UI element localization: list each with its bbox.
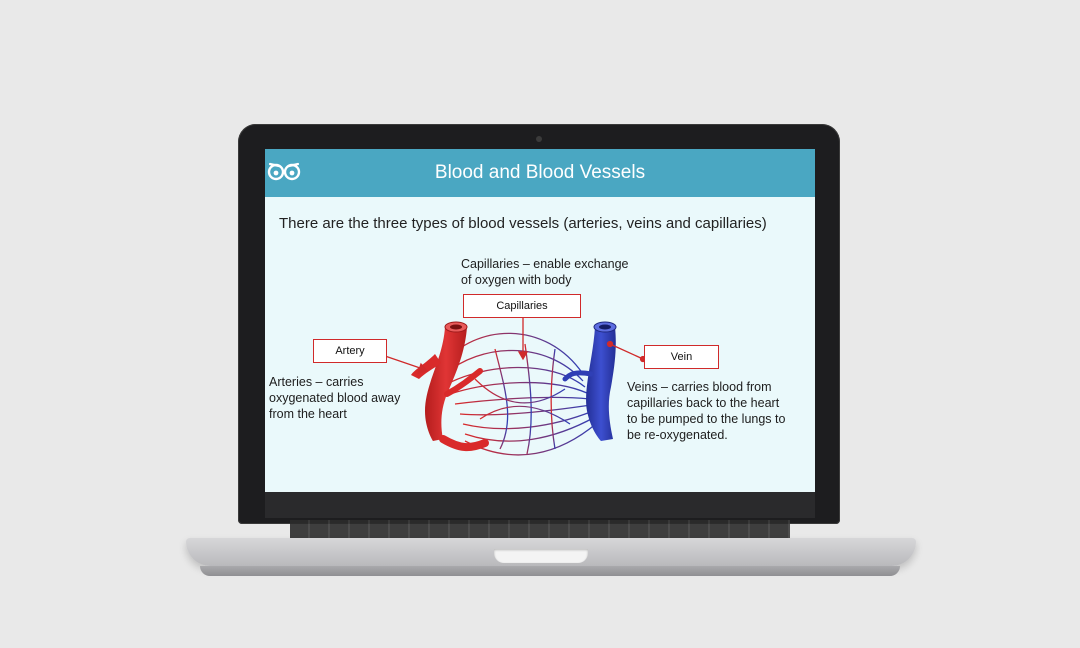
vein-vessel [562, 321, 617, 441]
blood-vessel-diagram [384, 317, 647, 456]
webcam [536, 136, 542, 142]
arteries-note-line: from the heart [269, 407, 347, 421]
capillaries-label: Capillaries [463, 294, 581, 318]
slide-title: Blood and Blood Vessels [434, 162, 646, 183]
capillaries-note-line: of oxygen with body [461, 273, 572, 287]
owl-eyes-icon [267, 162, 301, 181]
artery-label: Artery [313, 339, 387, 363]
capillary-network [442, 332, 598, 456]
laptop-base-edge [200, 566, 900, 576]
slide-header [265, 149, 815, 197]
capillaries-note: Capillaries – enable exchange of oxygen … [461, 256, 661, 288]
screen-bezel [265, 492, 815, 518]
label-pointers [384, 317, 647, 374]
keyboard [290, 520, 790, 540]
veins-note-line: capillaries back to the heart [627, 396, 780, 410]
slide: Blood and Blood Vessels There are the th… [265, 149, 815, 492]
arteries-note-line: Arteries – carries [269, 375, 364, 389]
arteries-note: Arteries – carries oxygenated blood away… [269, 374, 419, 422]
veins-note-line: to be pumped to the lungs to [627, 412, 786, 426]
capillaries-note-line: Capillaries – enable exchange [461, 257, 629, 271]
laptop-notch [494, 549, 588, 563]
arteries-note-line: oxygenated blood away [269, 391, 401, 405]
vein-label: Vein [644, 345, 719, 369]
veins-note-line: Veins – carries blood from [627, 380, 772, 394]
veins-note: Veins – carries blood from capillaries b… [627, 379, 813, 443]
artery-vessel [411, 321, 489, 452]
slide-subtitle: There are the three types of blood vesse… [279, 215, 767, 232]
veins-note-line: be re-oxygenated. [627, 428, 728, 442]
